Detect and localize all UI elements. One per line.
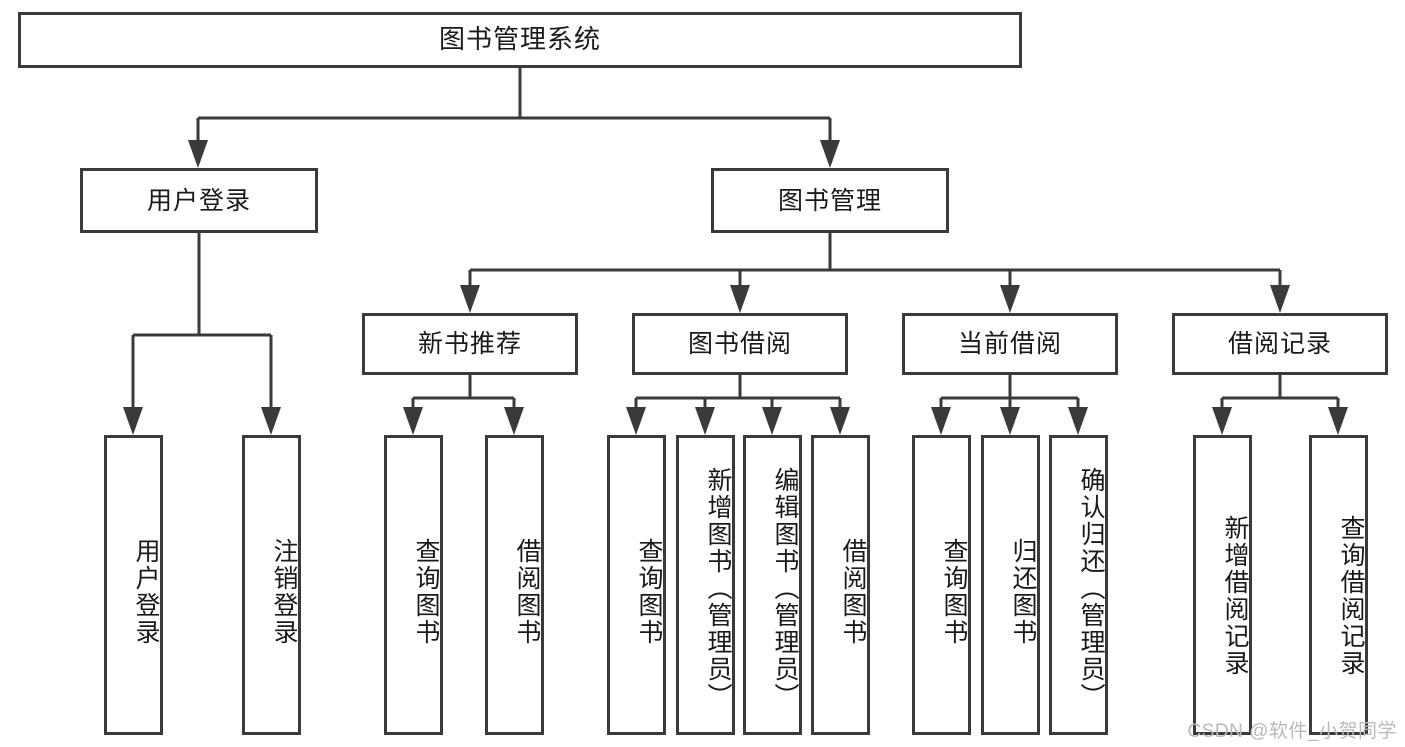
leaf-confirm-return-label: 确认归还（管理员）: [1077, 466, 1105, 710]
node-book-borrow[interactable]: 图书借阅: [632, 313, 848, 375]
leaf-query-book-2-label: 查询图书: [635, 538, 663, 646]
leaf-query-book-3[interactable]: 查询图书: [912, 435, 971, 735]
leaf-query-record[interactable]: 查询借阅记录: [1309, 435, 1368, 735]
leaf-borrow-book-2-label: 借阅图书: [839, 538, 867, 646]
edge-borrow-record-to-leaves: [1212, 375, 1348, 435]
node-user-login-label: 用户登录: [146, 186, 251, 215]
leaf-user-login-label: 用户登录: [132, 538, 160, 646]
edge-user-login-to-leaves: [123, 233, 281, 435]
node-new-book-recommend[interactable]: 新书推荐: [362, 313, 578, 375]
edge-current-borrow-to-leaves: [931, 375, 1088, 435]
leaf-confirm-return[interactable]: 确认归还（管理员）: [1049, 435, 1108, 735]
leaf-return-book[interactable]: 归还图书: [981, 435, 1040, 735]
leaf-add-record-label: 新增借阅记录: [1221, 515, 1249, 677]
leaf-query-book-2[interactable]: 查询图书: [607, 435, 666, 735]
watermark: CSDN @软件_小贺同学: [1187, 721, 1397, 742]
leaf-borrow-book-1[interactable]: 借阅图书: [485, 435, 544, 735]
edge-book-borrow-to-leaves: [626, 375, 850, 435]
edge-book-management-to-level3: [460, 233, 1290, 313]
leaf-user-logout-label: 注销登录: [270, 538, 298, 646]
node-root[interactable]: 图书管理系统: [18, 12, 1022, 68]
edge-root-to-level2: [188, 68, 840, 168]
node-new-book-recommend-label: 新书推荐: [417, 330, 522, 358]
node-user-login[interactable]: 用户登录: [80, 168, 318, 233]
leaf-borrow-book-2[interactable]: 借阅图书: [811, 435, 870, 735]
node-current-borrow[interactable]: 当前借阅: [902, 313, 1118, 375]
leaf-user-logout[interactable]: 注销登录: [242, 435, 301, 735]
leaf-add-book[interactable]: 新增图书（管理员）: [676, 435, 735, 735]
leaf-query-book-1[interactable]: 查询图书: [384, 435, 443, 735]
leaf-user-login[interactable]: 用户登录: [104, 435, 163, 735]
leaf-edit-book-label: 编辑图书（管理员）: [771, 466, 799, 710]
leaf-query-record-label: 查询借阅记录: [1337, 515, 1365, 677]
leaf-borrow-book-1-label: 借阅图书: [513, 538, 541, 646]
edge-new-book-recommend-to-leaves: [403, 375, 524, 435]
node-current-borrow-label: 当前借阅: [957, 330, 1062, 358]
leaf-query-book-3-label: 查询图书: [940, 538, 968, 646]
node-book-borrow-label: 图书借阅: [687, 330, 792, 358]
node-borrow-record-label: 借阅记录: [1227, 330, 1332, 358]
node-borrow-record[interactable]: 借阅记录: [1172, 313, 1388, 375]
leaf-add-record[interactable]: 新增借阅记录: [1193, 435, 1252, 735]
node-book-management[interactable]: 图书管理: [711, 168, 949, 233]
leaf-add-book-label: 新增图书（管理员）: [704, 466, 732, 710]
node-book-management-label: 图书管理: [777, 186, 882, 215]
leaf-edit-book[interactable]: 编辑图书（管理员）: [743, 435, 802, 735]
node-root-label: 图书管理系统: [438, 24, 601, 55]
leaf-query-book-1-label: 查询图书: [412, 538, 440, 646]
leaf-return-book-label: 归还图书: [1009, 538, 1037, 646]
